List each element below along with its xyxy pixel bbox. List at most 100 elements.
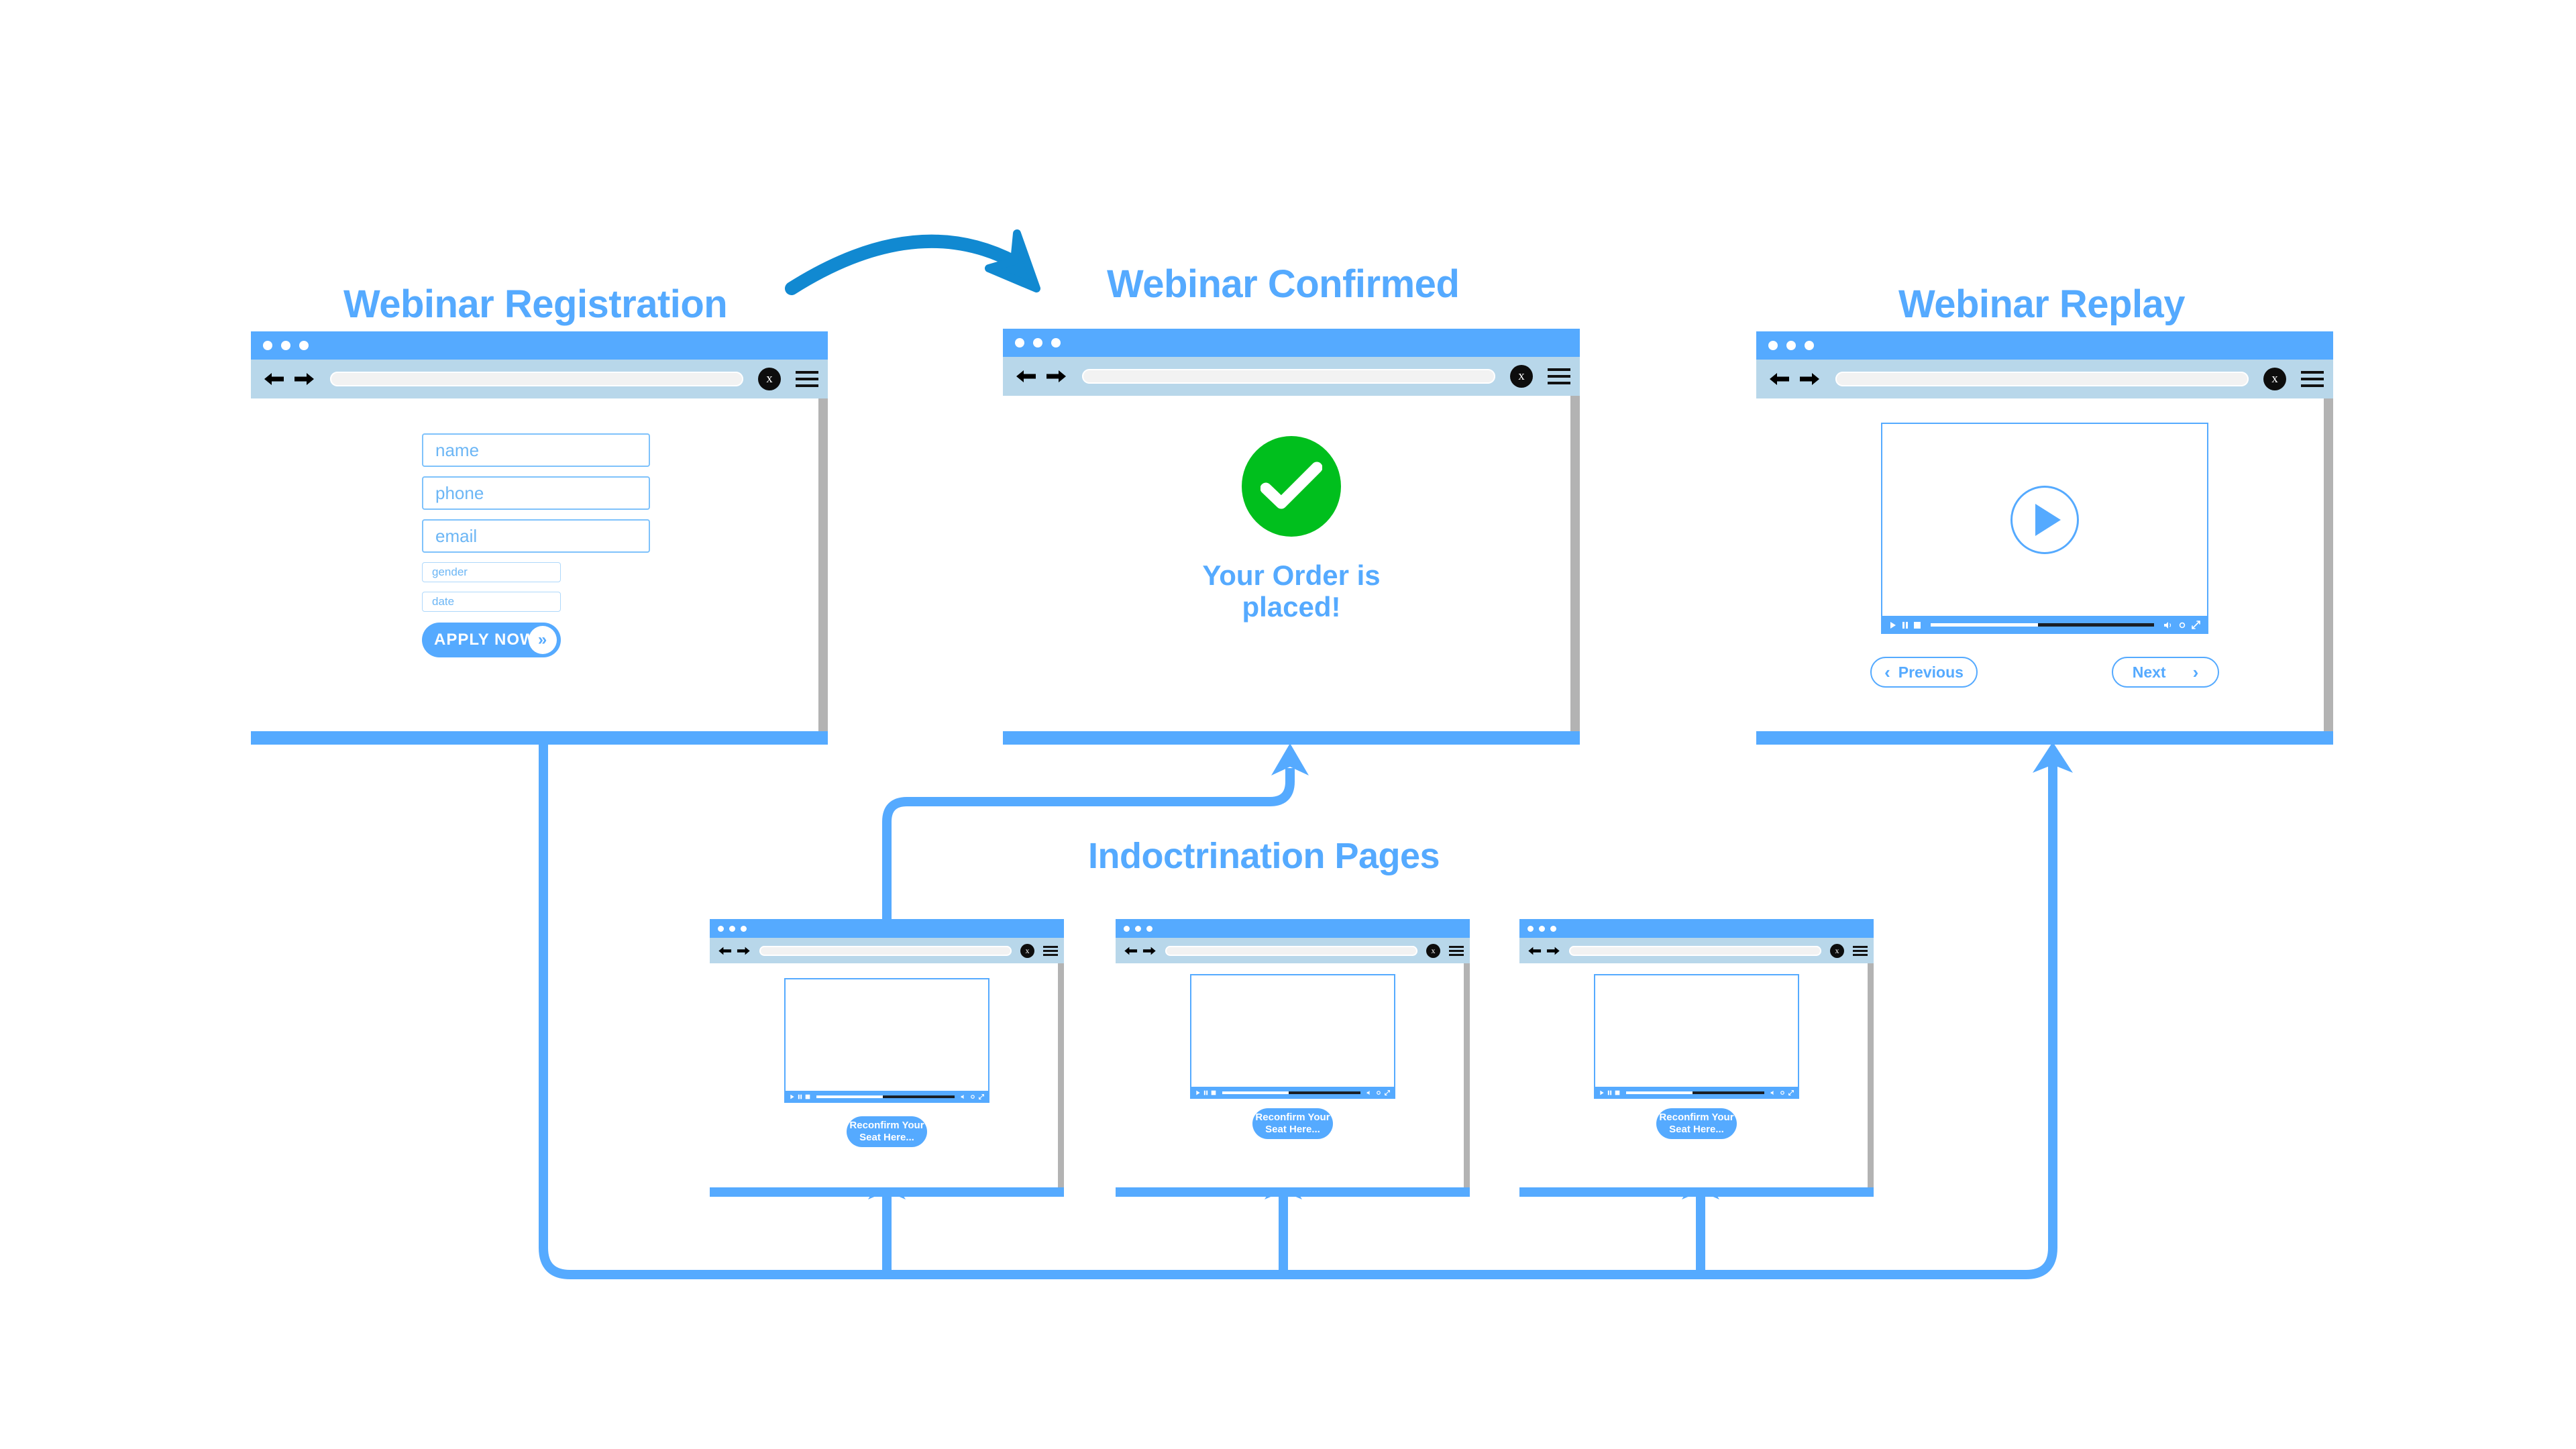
video-progress-bar[interactable] [1931, 623, 2154, 627]
hamburger-menu-icon[interactable] [1853, 945, 1868, 956]
arrow-right-icon[interactable] [1798, 370, 1821, 388]
arrow-left-icon[interactable] [1768, 370, 1791, 388]
volume-icon[interactable] [1770, 1090, 1776, 1095]
pause-icon[interactable] [1203, 1090, 1208, 1095]
phone-field[interactable]: phone [422, 476, 650, 510]
url-input[interactable] [1082, 369, 1495, 384]
video-controls[interactable] [1881, 616, 2208, 634]
arrow-left-icon[interactable] [1015, 368, 1038, 385]
close-icon[interactable]: x [1020, 943, 1034, 958]
nav-arrows[interactable] [263, 370, 315, 388]
video-controls[interactable] [1594, 1087, 1799, 1099]
video-screen[interactable] [784, 978, 989, 1091]
arrow-right-icon[interactable] [1546, 945, 1560, 957]
close-icon[interactable]: x [1426, 943, 1440, 958]
scrollbar-vertical[interactable] [818, 398, 828, 731]
scrollbar-vertical[interactable] [2324, 398, 2333, 731]
nav-arrows[interactable] [1527, 945, 1560, 957]
email-field[interactable]: email [422, 519, 650, 553]
video-controls[interactable] [784, 1091, 989, 1103]
reconfirm-seat-button[interactable]: Reconfirm Your Seat Here... [847, 1116, 927, 1147]
stop-icon[interactable] [805, 1094, 810, 1099]
scrollbar-vertical[interactable] [1058, 963, 1064, 1187]
video-player[interactable] [1190, 974, 1395, 1099]
fullscreen-expand-icon[interactable] [1385, 1090, 1390, 1095]
volume-icon[interactable] [2163, 621, 2173, 629]
close-icon[interactable]: x [1830, 943, 1844, 958]
hamburger-menu-icon[interactable] [1548, 368, 1570, 384]
hamburger-menu-icon[interactable] [2301, 371, 2324, 387]
play-icon[interactable] [1599, 1090, 1605, 1095]
scrollbar-vertical[interactable] [1868, 963, 1874, 1187]
reconfirm-seat-button[interactable]: Reconfirm Your Seat Here... [1656, 1108, 1737, 1139]
settings-gear-icon[interactable] [1780, 1090, 1785, 1095]
close-icon[interactable]: x [1510, 365, 1533, 388]
pause-icon[interactable] [1902, 621, 1909, 629]
video-player[interactable] [1594, 974, 1799, 1099]
gender-field[interactable]: gender [422, 562, 561, 582]
video-controls-left[interactable] [1599, 1090, 1620, 1095]
arrow-left-icon[interactable] [1527, 945, 1542, 957]
settings-gear-icon[interactable] [1376, 1090, 1381, 1095]
arrow-right-icon[interactable] [292, 370, 315, 388]
date-field[interactable]: date [422, 592, 561, 612]
pause-icon[interactable] [798, 1094, 802, 1099]
url-input[interactable] [330, 372, 743, 386]
close-icon[interactable]: x [2263, 368, 2286, 390]
pause-icon[interactable] [1607, 1090, 1612, 1095]
scrollbar-vertical[interactable] [1570, 396, 1580, 731]
url-input[interactable] [1165, 945, 1417, 956]
fullscreen-expand-icon[interactable] [979, 1094, 984, 1099]
stop-icon[interactable] [1211, 1090, 1216, 1095]
play-button-icon[interactable] [2010, 486, 2079, 554]
settings-gear-icon[interactable] [970, 1094, 975, 1099]
video-controls-right[interactable] [2163, 621, 2200, 629]
volume-icon[interactable] [1366, 1090, 1373, 1095]
hamburger-menu-icon[interactable] [1043, 945, 1058, 956]
video-controls-left[interactable] [790, 1094, 810, 1099]
hamburger-menu-icon[interactable] [1449, 945, 1464, 956]
stop-icon[interactable] [1615, 1090, 1620, 1095]
video-progress-bar[interactable] [1626, 1091, 1764, 1094]
stop-icon[interactable] [1913, 621, 1921, 629]
previous-button[interactable]: ‹ Previous [1870, 657, 1978, 688]
close-icon[interactable]: x [758, 368, 781, 390]
nav-arrows[interactable] [1768, 370, 1821, 388]
video-controls[interactable] [1190, 1087, 1395, 1099]
fullscreen-expand-icon[interactable] [1788, 1090, 1794, 1095]
arrow-right-icon[interactable] [736, 945, 751, 957]
nav-arrows[interactable] [718, 945, 751, 957]
video-controls-right[interactable] [1366, 1090, 1390, 1095]
reconfirm-seat-button[interactable]: Reconfirm Your Seat Here... [1252, 1108, 1333, 1139]
url-input[interactable] [759, 945, 1012, 956]
nav-arrows[interactable] [1015, 368, 1067, 385]
play-icon[interactable] [1195, 1090, 1201, 1095]
name-field[interactable]: name [422, 433, 650, 467]
video-screen[interactable] [1881, 423, 2208, 616]
video-player[interactable] [784, 978, 989, 1103]
play-icon[interactable] [1889, 621, 1897, 629]
url-input[interactable] [1835, 372, 2249, 386]
video-controls-right[interactable] [961, 1094, 984, 1099]
play-icon[interactable] [790, 1094, 795, 1099]
hamburger-menu-icon[interactable] [796, 371, 818, 387]
video-screen[interactable] [1190, 974, 1395, 1087]
settings-gear-icon[interactable] [2178, 621, 2186, 629]
url-input[interactable] [1569, 945, 1821, 956]
volume-icon[interactable] [961, 1094, 967, 1099]
arrow-left-icon[interactable] [263, 370, 286, 388]
nav-arrows[interactable] [1124, 945, 1157, 957]
arrow-left-icon[interactable] [1124, 945, 1138, 957]
video-controls-left[interactable] [1195, 1090, 1216, 1095]
arrow-right-icon[interactable] [1142, 945, 1157, 957]
next-button[interactable]: Next › [2112, 657, 2219, 688]
arrow-right-icon[interactable] [1044, 368, 1067, 385]
video-controls-right[interactable] [1770, 1090, 1794, 1095]
video-controls-left[interactable] [1889, 621, 1921, 629]
video-progress-bar[interactable] [816, 1095, 955, 1098]
fullscreen-expand-icon[interactable] [2192, 621, 2200, 629]
video-player[interactable] [1881, 423, 2208, 634]
video-progress-bar[interactable] [1222, 1091, 1360, 1094]
video-screen[interactable] [1594, 974, 1799, 1087]
arrow-left-icon[interactable] [718, 945, 733, 957]
